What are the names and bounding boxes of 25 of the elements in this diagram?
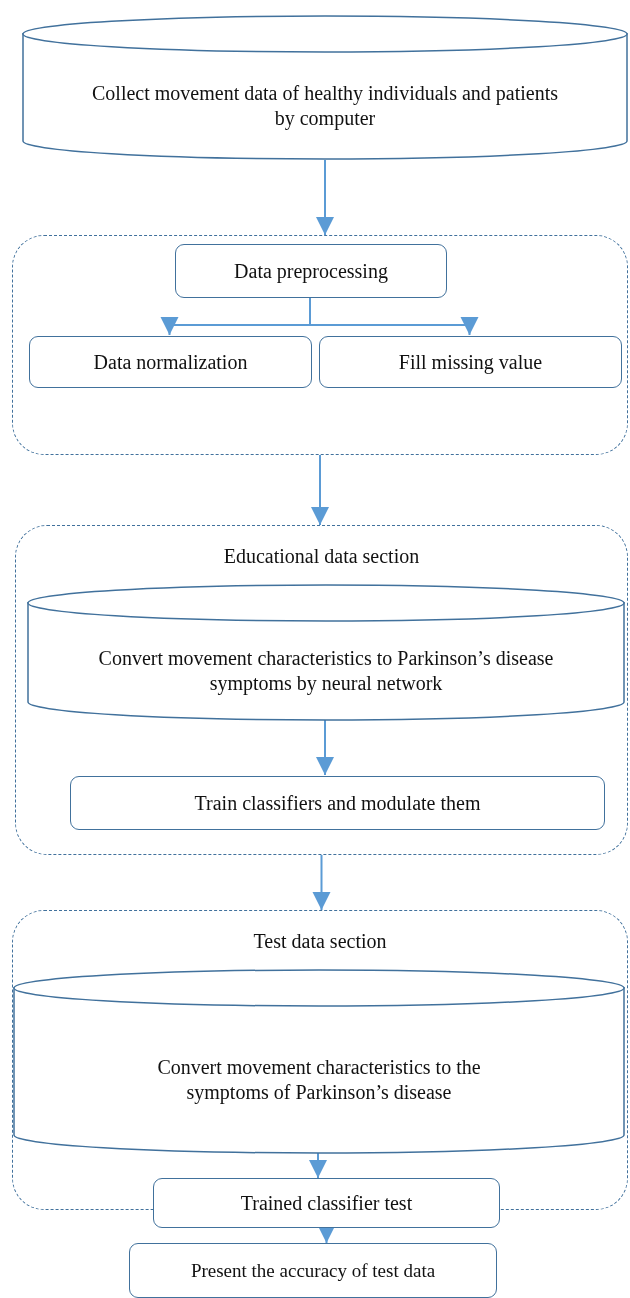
node-text: Trained classifier test bbox=[239, 1190, 414, 1216]
node-text: Data preprocessing bbox=[233, 258, 389, 284]
node-text: Convert movement characteristics to the symptoms of Parkinson’s disease bbox=[156, 1054, 482, 1105]
arrow bbox=[312, 854, 331, 911]
process-box bbox=[29, 336, 312, 388]
node-text: Convert movement characteristics to Parkinson’s disease symptoms by neural network bbox=[97, 645, 555, 696]
arrow bbox=[311, 454, 329, 526]
section-title: Test data section bbox=[252, 929, 388, 954]
arrow bbox=[316, 159, 334, 236]
process-box bbox=[175, 244, 447, 298]
node-text: Data normalization bbox=[92, 349, 249, 375]
section-title: Educational data section bbox=[222, 544, 421, 569]
node-text: Fill missing value bbox=[397, 349, 544, 375]
dashed-group-frame bbox=[12, 910, 628, 1210]
process-box bbox=[70, 776, 605, 830]
node-text: Collect movement data of healthy individuals and patients by computer bbox=[91, 80, 559, 131]
process-box bbox=[153, 1178, 500, 1228]
process-box bbox=[129, 1243, 497, 1298]
arrow bbox=[316, 719, 334, 776]
dashed-group-frame bbox=[15, 525, 628, 855]
dashed-group-frame bbox=[12, 235, 628, 455]
node-text: Present the accuracy of test data bbox=[189, 1258, 437, 1283]
arrow bbox=[309, 1152, 327, 1179]
process-box bbox=[319, 336, 622, 388]
node-text: Train classifiers and modulate them bbox=[193, 790, 482, 816]
